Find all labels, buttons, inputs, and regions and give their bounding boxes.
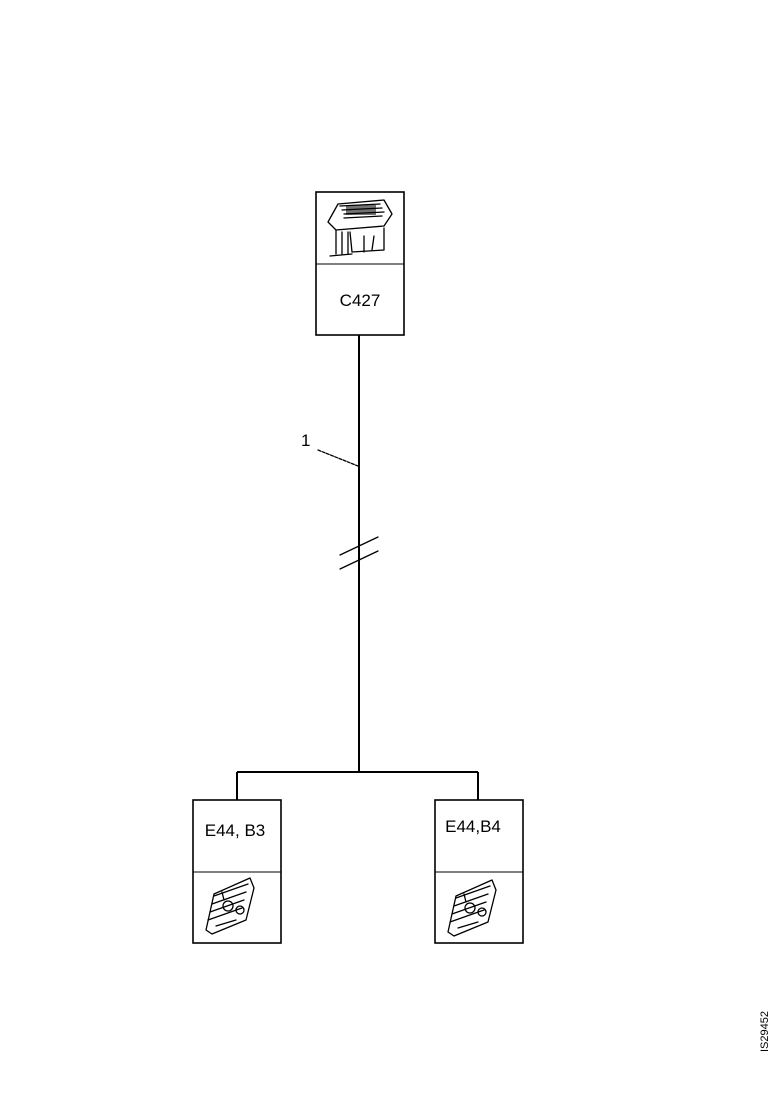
connector-icon — [327, 199, 393, 257]
callout-label: 1 — [301, 431, 310, 450]
component-top-label: C427 — [340, 291, 381, 310]
component-bottom-left-label: E44, B3 — [205, 821, 266, 840]
component-bottom-left[interactable]: E44, B3 — [192, 799, 282, 944]
wire-harness — [236, 335, 479, 800]
component-top[interactable]: C427 — [315, 191, 405, 336]
document-id: IS29452 — [759, 1011, 771, 1052]
connector-icon — [447, 879, 497, 937]
component-bottom-right[interactable]: E44,B4 — [434, 799, 524, 944]
component-bottom-right-label: E44,B4 — [445, 817, 501, 836]
connector-icon — [205, 877, 255, 935]
callout: 1 — [301, 431, 359, 467]
wire-break-symbol — [339, 536, 379, 570]
